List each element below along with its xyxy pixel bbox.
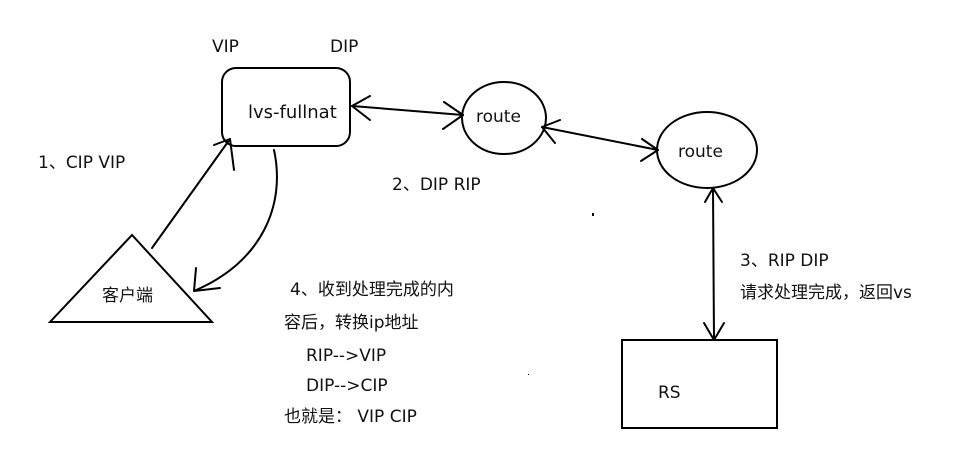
step4-line4: DIP-->CIP (306, 376, 388, 396)
step1-label: 1、CIP VIP (38, 153, 125, 173)
rs-box (621, 339, 778, 429)
arrow-client-to-lvs-head (213, 138, 235, 171)
vip-label: VIP (212, 37, 239, 57)
step2-label: 2、DIP RIP (392, 175, 481, 195)
route-node-1-label: route (476, 107, 521, 127)
arrow-lvs-route1-head-right (442, 101, 464, 130)
arrow-route1-route2-head-right (640, 138, 659, 162)
arrow-route2-rs-head-bottom (703, 322, 725, 341)
step3-line2: 请求处理完成，返回vs (740, 283, 912, 303)
arrow-route1-route2 (541, 126, 659, 151)
rs-label: RS (658, 383, 681, 403)
arrow-lvs-route1 (351, 105, 464, 116)
client-triangle (47, 233, 215, 323)
step4-line3: RIP-->VIP (306, 346, 386, 366)
step4-line5: 也就是： VIP CIP (284, 407, 417, 427)
arrow-lvs-to-client-head (193, 267, 221, 292)
step4-line1: 4、收到处理完成的内 (290, 280, 454, 300)
arrow-route2-rs-head-top (704, 187, 723, 203)
step3-line1: 3、RIP DIP (740, 251, 829, 271)
arrow-client-to-lvs (151, 138, 231, 249)
route-node-1 (461, 81, 547, 155)
step4-line2: 容后，转换ip地址 (284, 313, 419, 333)
client-label: 客户端 (102, 286, 153, 306)
arrow-lvs-to-client (193, 149, 278, 292)
lvs-fullnat-box (221, 67, 351, 147)
stray-mark-2 (528, 374, 529, 375)
arrow-lvs-route1-head-left (351, 95, 371, 121)
dip-label: DIP (330, 37, 358, 57)
lvs-fullnat-label: lvs-fullnat (248, 102, 337, 123)
arrow-route1-route2-head-left (541, 119, 561, 144)
stray-mark-1 (592, 213, 594, 216)
arrow-route2-rs (712, 187, 715, 341)
route-node-2-label: route (678, 142, 723, 162)
